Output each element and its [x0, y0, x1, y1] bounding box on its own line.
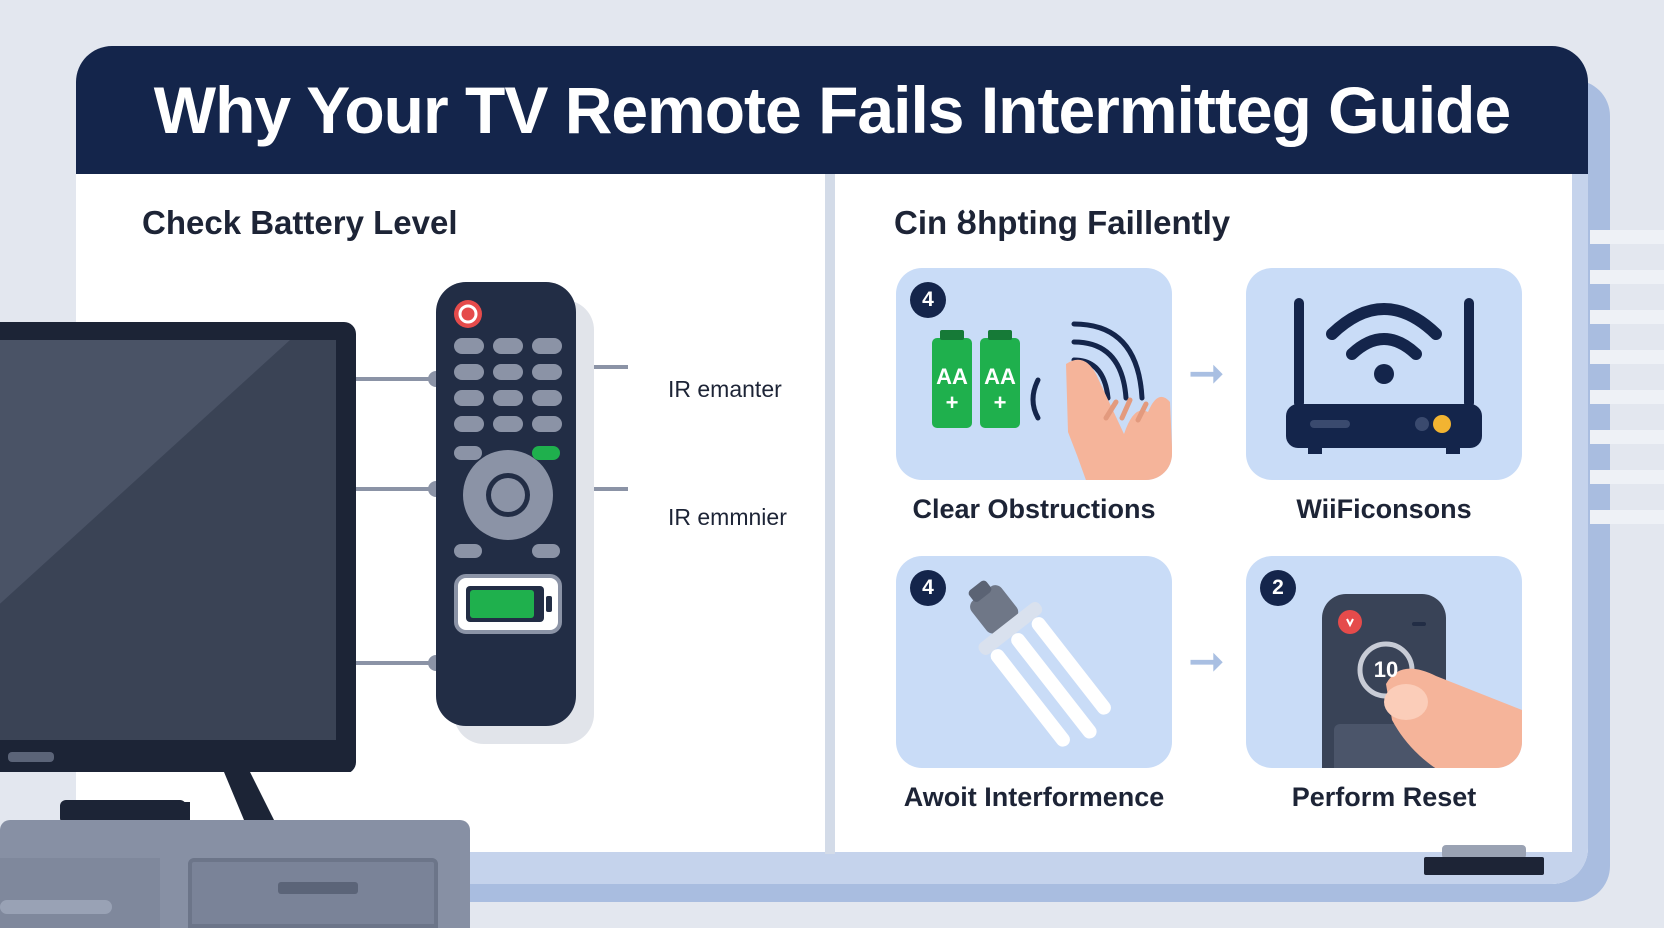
- board-stand: [1424, 845, 1544, 875]
- cabinet-slot: [0, 900, 112, 914]
- callout-label: IR emmnier: [668, 504, 787, 530]
- battery-label: +: [993, 390, 1007, 415]
- tv-stand: [60, 772, 274, 824]
- cabinet-panel: [0, 858, 160, 928]
- reset-number: 10: [1373, 657, 1399, 682]
- background-stripes: [1590, 230, 1664, 524]
- guide-board: Why Your TV Remote Fails Intermitteɡ Gui…: [76, 46, 1588, 884]
- tile-label: Perform Reset: [1291, 782, 1477, 812]
- board-frame: [1572, 46, 1588, 884]
- tile-clear-obstructions: AA + AA + 4: [896, 268, 1172, 480]
- right-section-title: Cin ȣhpting Faillently: [894, 204, 1231, 241]
- reset-remote-icon: [1322, 594, 1522, 768]
- wifi-router-icon: [1286, 298, 1482, 454]
- callout-label: IR emanter: [668, 376, 782, 402]
- tile-avoid-interference: 4: [896, 556, 1172, 768]
- arrow-right-icon: ➞: [1188, 637, 1225, 686]
- battery-level-icon: [454, 574, 562, 634]
- tile-label: WiiFiconsons: [1296, 494, 1472, 524]
- tile-perform-reset: 10 2: [1246, 556, 1522, 768]
- tile-label: Clear Obstructions: [912, 494, 1156, 524]
- batteries-hand-icon: [932, 321, 1172, 480]
- power-icon: [1346, 618, 1354, 628]
- left-section-title: Check Battery Level: [142, 204, 458, 241]
- tile-wifi-connections: [1246, 268, 1522, 480]
- panel-divider: [825, 174, 835, 854]
- step-badge: 4: [910, 282, 946, 318]
- lamp-icon: [968, 580, 1111, 747]
- battery-label: AA: [936, 364, 968, 389]
- page-title: Why Your TV Remote Fails Intermitteɡ Gui…: [153, 73, 1511, 147]
- step-badge: 2: [1260, 570, 1296, 606]
- header-bar: [76, 46, 1588, 174]
- arrow-right-icon: ➞: [1188, 349, 1225, 398]
- cabinet-handle: [278, 882, 358, 894]
- step-badge: 4: [910, 570, 946, 606]
- tile-label: Awoit Interformence: [903, 782, 1165, 812]
- battery-label: AA: [984, 364, 1016, 389]
- tv-icon: [0, 322, 356, 772]
- battery-label: +: [945, 390, 959, 415]
- remote-control-icon: [436, 282, 576, 726]
- remote-diagram: [278, 282, 628, 744]
